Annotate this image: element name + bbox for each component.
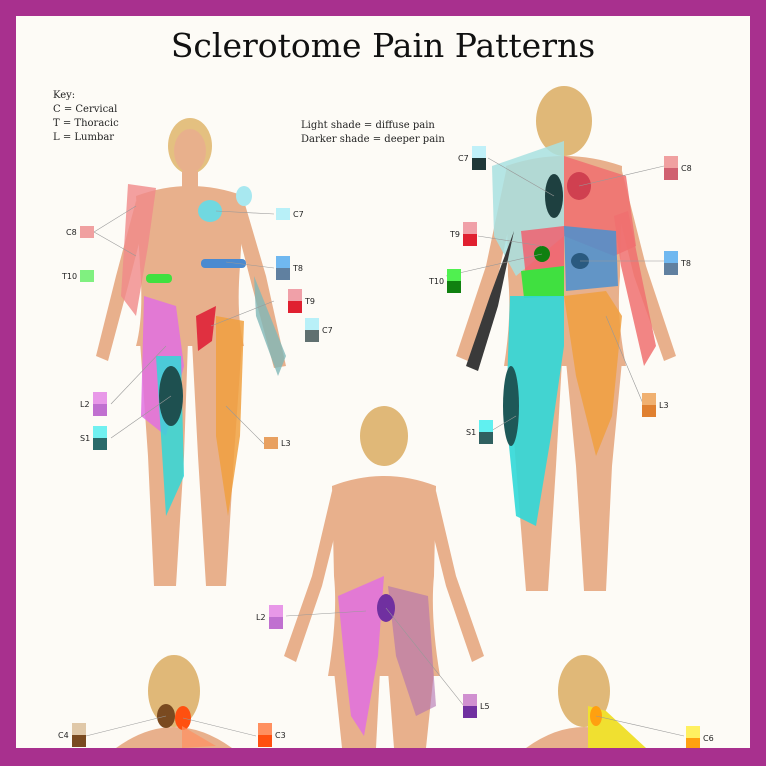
label-c6: C6 xyxy=(686,726,714,748)
l5-area xyxy=(388,586,436,716)
label-c3: C3 xyxy=(258,723,286,747)
c7-arm-dark-area xyxy=(466,231,514,371)
c8-area xyxy=(121,184,156,316)
l2-back-area xyxy=(338,576,384,736)
swatch-light xyxy=(80,270,95,282)
label-s1-back: S1 xyxy=(466,420,494,444)
label-c7-back: C7 xyxy=(458,146,486,170)
s1-back-deep-area xyxy=(503,366,519,446)
label-s1-front: S1 xyxy=(80,426,108,450)
key-cervical: C = Cervical xyxy=(53,104,118,115)
s1-back-area xyxy=(506,296,564,526)
t9-area xyxy=(196,306,216,351)
label-t10-front: T10 xyxy=(62,270,95,282)
label-t8-front: T8 xyxy=(276,256,303,280)
label-c8-back: C8 xyxy=(664,156,692,180)
label-c4: C4 xyxy=(58,723,86,747)
label-l2-front: L2 xyxy=(80,392,107,416)
key-legend: Key: C = Cervical T = Thoracic L = Lumba… xyxy=(53,89,119,145)
shade-legend: Light shade = diffuse pain Darker shade … xyxy=(301,119,445,147)
poster: Sclerotome Pain Patterns Key: C = Cervic… xyxy=(16,16,750,748)
t10-back-area xyxy=(521,266,564,298)
back-pain-areas xyxy=(466,141,656,526)
bottom-figures xyxy=(116,655,646,748)
c8-arm-area xyxy=(614,211,656,366)
label-l5: L5 xyxy=(463,694,490,718)
c7-area-arm xyxy=(236,186,252,206)
key-heading: Key: xyxy=(53,90,76,101)
shade-light: Light shade = diffuse pain xyxy=(301,120,435,131)
middle-figure xyxy=(284,406,484,748)
middle-pain-areas xyxy=(338,576,436,736)
label-l2-back: L2 xyxy=(256,605,283,629)
front-pain-areas xyxy=(121,184,286,516)
label-t8-back: T8 xyxy=(664,251,691,275)
swatch-light xyxy=(79,226,94,238)
c7-area xyxy=(198,200,222,222)
label-l3-front: L3 xyxy=(264,437,291,449)
body-figures xyxy=(85,86,685,748)
label-t10-back: T10 xyxy=(429,269,462,293)
shade-dark: Darker shade = deeper pain xyxy=(301,134,445,145)
label-c7-front: C7 xyxy=(276,208,304,220)
label-c7-hand: C7 xyxy=(305,318,333,342)
t8-back-area xyxy=(564,226,618,291)
page-title: Sclerotome Pain Patterns xyxy=(170,26,596,65)
key-lumbar: L = Lumbar xyxy=(53,132,115,143)
t10-area xyxy=(146,274,172,283)
front-figure xyxy=(96,118,286,586)
c3-diffuse-area xyxy=(182,726,216,748)
c7-hand-area xyxy=(254,276,286,376)
label-c8-front: C8 xyxy=(66,226,94,238)
label-t9-back: T9 xyxy=(450,222,477,246)
t8-area xyxy=(201,259,246,268)
label-l3-back: L3 xyxy=(642,393,669,417)
c6-area xyxy=(588,706,646,748)
key-thoracic: T = Thoracic xyxy=(53,118,119,129)
l3-area xyxy=(216,316,244,516)
l3-back-area xyxy=(564,291,622,456)
label-t9-front: T9 xyxy=(288,289,315,313)
